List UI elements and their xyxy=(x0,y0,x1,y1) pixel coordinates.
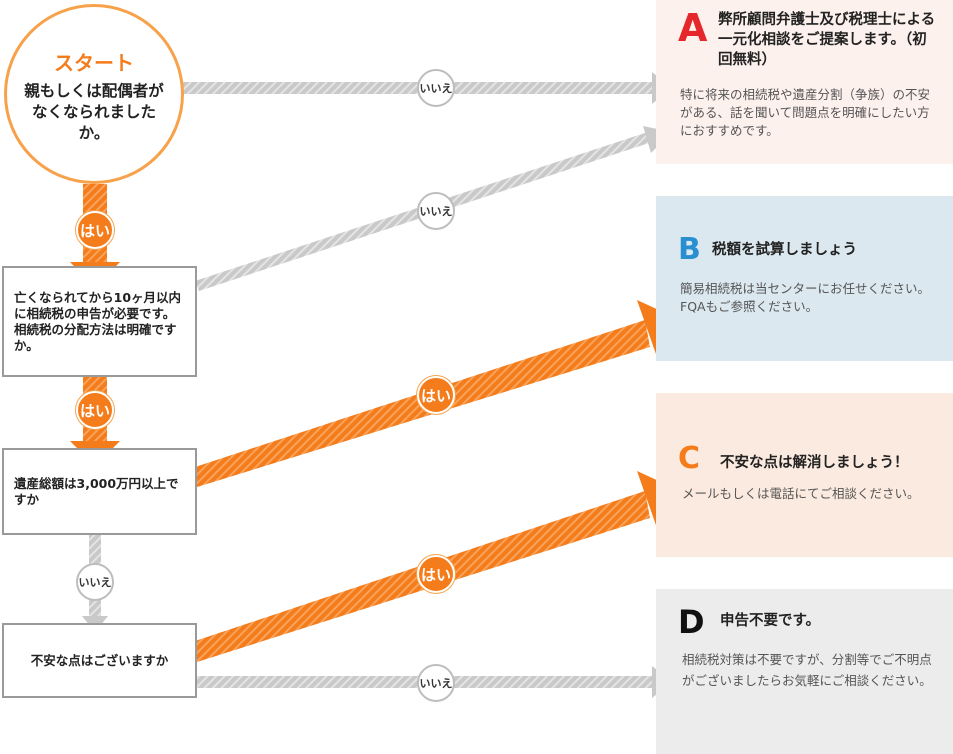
yes-badge-1: はい xyxy=(76,211,114,249)
result-desc-c: メールもしくは電話にてご相談ください。 xyxy=(682,486,920,501)
start-question: 親もしくは配偶者がなくなられましたか。 xyxy=(24,82,164,142)
result-desc-a: 特に将来の相続税や遺産分割（争族）の不安がある、話を聞いて問題点を明確にしたい方… xyxy=(680,87,931,138)
yes-badge-q3: はい xyxy=(417,555,455,593)
yes-badge-q2: はい xyxy=(417,376,455,414)
result-letter-b: B xyxy=(678,232,701,267)
start-title: スタート xyxy=(54,51,134,75)
result-title-a: 弊所顧問弁護士及び税理士による一元化相談をご提案します。（初回無料） xyxy=(718,12,936,68)
question-text-2: 遺産総額は3,000万円以上ですか xyxy=(14,475,179,507)
question-box-3: 不安な点はございますか xyxy=(2,623,197,698)
result-title-b: 税額を試算しましょう xyxy=(712,242,857,258)
result-desc-d: 相続税対策は不要ですが、分割等でご不明点がございましたらお気軽にご相談ください。 xyxy=(682,652,932,688)
result-desc-b: 簡易相続税は当センターにお任せください。FQAもご参照ください。 xyxy=(680,281,931,314)
question-box-1: 亡くなられてから10ヶ月以内に相続税の申告が必要です。相続税の分配方法は明確です… xyxy=(2,266,197,377)
result-panel-b: B 税額を試算しましょう 簡易相続税は当センターにお任せください。FQAもご参照… xyxy=(656,196,953,361)
no-badge-q1: いいえ xyxy=(417,192,455,230)
question-text-1: 亡くなられてから10ヶ月以内に相続税の申告が必要です。相続税の分配方法は明確です… xyxy=(14,289,182,353)
no-badge-start: いいえ xyxy=(417,69,455,107)
question-box-2: 遺産総額は3,000万円以上ですか xyxy=(2,448,197,535)
question-text-3: 不安な点はございますか xyxy=(30,652,169,668)
result-letter-d: D xyxy=(678,603,705,641)
result-title-d: 申告不要です。 xyxy=(720,613,821,629)
result-panel-a: A 弊所顧問弁護士及び税理士による一元化相談をご提案します。（初回無料） 特に将… xyxy=(656,0,953,164)
result-letter-a: A xyxy=(678,6,708,50)
no-badge-3: いいえ xyxy=(76,563,114,601)
result-title-c: 不安な点は解消しましょう！ xyxy=(720,455,909,471)
result-letter-c: C xyxy=(678,441,701,476)
yes-badge-2: はい xyxy=(76,391,114,429)
result-panel-d: D 申告不要です。 相続税対策は不要ですが、分割等でご不明点がございましたらお気… xyxy=(656,589,953,754)
start-node: スタート 親もしくは配偶者がなくなられましたか。 xyxy=(4,4,184,184)
no-badge-q3: いいえ xyxy=(417,664,455,702)
result-panel-c: C 不安な点は解消しましょう！ メールもしくは電話にてご相談ください。 xyxy=(656,393,953,557)
